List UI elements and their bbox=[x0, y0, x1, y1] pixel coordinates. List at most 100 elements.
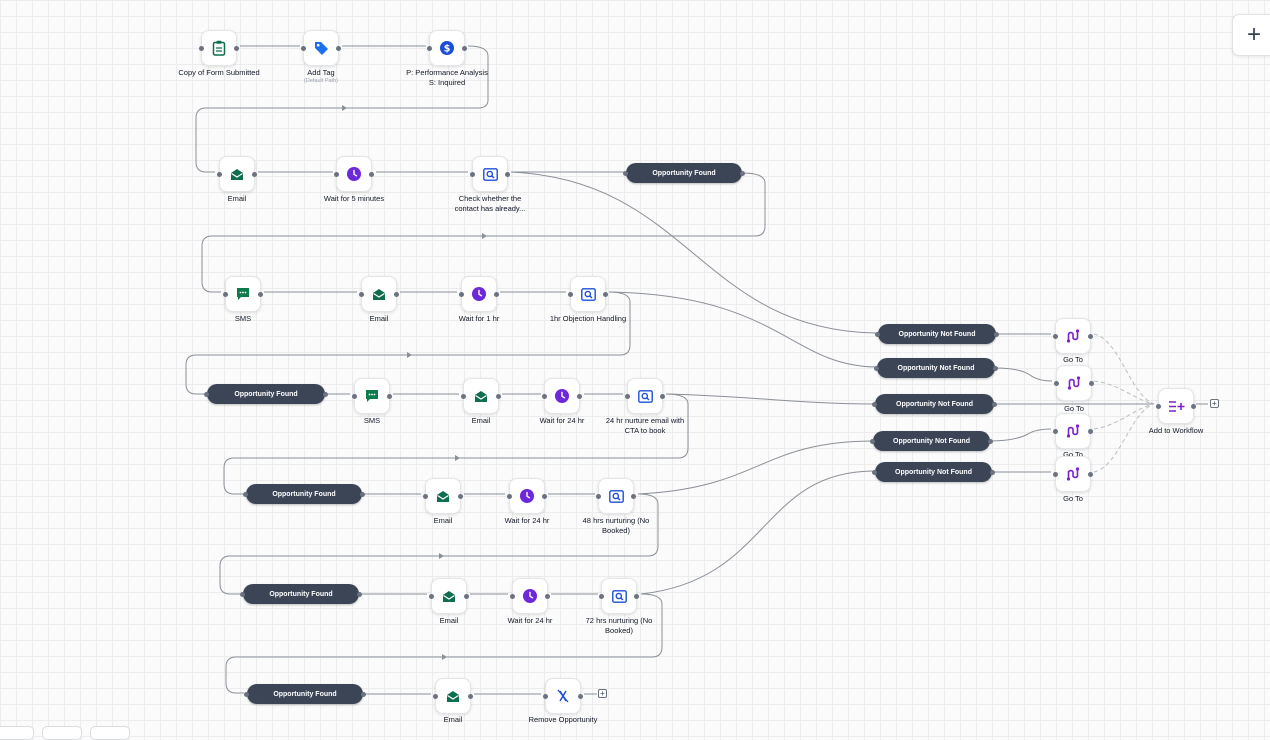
performance-analysis-node[interactable]: $ bbox=[427, 30, 467, 66]
opportunity-found-branch-1[interactable]: Opportunity Found bbox=[623, 163, 745, 183]
form-submitted-label: Copy of Form Submitted bbox=[178, 68, 260, 77]
nurture-72-hrs-node[interactable] bbox=[599, 578, 639, 614]
wait-24-hr-label-1: Wait for 24 hr bbox=[539, 416, 585, 425]
opportunity-not-found-branch-5[interactable]: Opportunity Not Found bbox=[872, 462, 995, 482]
add-tag-label: Add Tag bbox=[307, 68, 335, 77]
remove-icon bbox=[554, 687, 572, 705]
goto-node-4[interactable] bbox=[1053, 456, 1093, 492]
route-icon bbox=[1064, 422, 1082, 440]
chat-icon bbox=[234, 285, 252, 303]
email-node-5[interactable] bbox=[429, 578, 469, 614]
goto-node-2[interactable] bbox=[1054, 365, 1094, 401]
clock-icon bbox=[518, 487, 536, 505]
zoom-in-button[interactable]: + bbox=[1232, 14, 1270, 56]
remove-opportunity-label: Remove Opportunity bbox=[528, 715, 598, 724]
sms-node-2[interactable] bbox=[352, 378, 392, 414]
email-node-1[interactable] bbox=[217, 156, 257, 192]
tag-icon bbox=[312, 39, 330, 57]
wait-24-hr-node-2[interactable] bbox=[507, 478, 547, 514]
clipboard-icon bbox=[210, 39, 228, 57]
email-label-6: Email bbox=[443, 715, 463, 724]
opportunity-not-found-branch-2[interactable]: Opportunity Not Found bbox=[874, 358, 998, 378]
add-tag-node[interactable] bbox=[301, 30, 341, 66]
objection-handling-label: 1hr Objection Handling bbox=[549, 314, 627, 323]
dollar-icon: $ bbox=[438, 39, 456, 57]
route-icon bbox=[1064, 327, 1082, 345]
opportunity-not-found-branch-4[interactable]: Opportunity Not Found bbox=[870, 431, 993, 451]
goto-label-2: Go To bbox=[1064, 404, 1084, 413]
canvas-control-3[interactable] bbox=[90, 726, 130, 740]
nurture-48-hrs-label-1: 48 hrs nurturing (No bbox=[582, 516, 650, 525]
remove-opportunity-node[interactable] bbox=[543, 678, 583, 714]
clock-icon bbox=[553, 387, 571, 405]
wait-5-minutes-label: Wait for 5 minutes bbox=[323, 194, 385, 203]
email-node-2[interactable] bbox=[359, 276, 399, 312]
nurture-48-hrs-label-2: Booked) bbox=[602, 526, 630, 535]
route-icon bbox=[1065, 374, 1083, 392]
email-label-4: Email bbox=[433, 516, 453, 525]
nurture-72-hrs-label-1: 72 hrs nurturing (No bbox=[585, 616, 653, 625]
email-node-3[interactable] bbox=[461, 378, 501, 414]
envelope-open-icon bbox=[444, 687, 462, 705]
search-doc-icon bbox=[636, 387, 654, 405]
envelope-open-icon bbox=[434, 487, 452, 505]
check-contact-label-2: contact has already... bbox=[454, 204, 526, 213]
check-contact-label-1: Check whether the bbox=[458, 194, 522, 203]
chat-icon bbox=[363, 387, 381, 405]
canvas-control-1[interactable] bbox=[0, 726, 34, 740]
wait-24-hr-node-1[interactable] bbox=[542, 378, 582, 414]
route-icon bbox=[1064, 465, 1082, 483]
performance-analysis-label-1: P: Performance Analysis bbox=[406, 68, 488, 77]
canvas-control-2[interactable] bbox=[42, 726, 82, 740]
opportunity-found-branch-3[interactable]: Opportunity Found bbox=[243, 484, 365, 504]
email-label-3: Email bbox=[471, 416, 491, 425]
goto-label-3: Go To bbox=[1063, 450, 1083, 459]
sms-node-1[interactable] bbox=[223, 276, 263, 312]
goto-node-1[interactable] bbox=[1053, 318, 1093, 354]
clock-icon bbox=[470, 285, 488, 303]
search-doc-icon bbox=[481, 165, 499, 183]
envelope-open-icon bbox=[370, 285, 388, 303]
envelope-open-icon bbox=[472, 387, 490, 405]
performance-analysis-label-2: S: Inquired bbox=[428, 78, 466, 87]
email-label-5: Email bbox=[439, 616, 459, 625]
add-step-button-2[interactable]: + bbox=[1210, 399, 1219, 408]
opportunity-found-branch-2[interactable]: Opportunity Found bbox=[204, 384, 328, 404]
wait-1-hr-node[interactable] bbox=[459, 276, 499, 312]
opportunity-not-found-branch-1[interactable]: Opportunity Not Found bbox=[875, 324, 999, 344]
wait-24-hr-label-3: Wait for 24 hr bbox=[507, 616, 553, 625]
clock-icon bbox=[521, 587, 539, 605]
opportunity-not-found-branch-3[interactable]: Opportunity Not Found bbox=[872, 394, 997, 414]
wait-24-hr-node-3[interactable] bbox=[510, 578, 550, 614]
wait-1-hr-label: Wait for 1 hr bbox=[458, 314, 500, 323]
envelope-open-icon bbox=[440, 587, 458, 605]
email-label-2: Email bbox=[369, 314, 389, 323]
nurture-24-hr-label-2: CTA to book bbox=[624, 426, 666, 435]
add-step-button-1[interactable]: + bbox=[598, 689, 607, 698]
svg-text:$: $ bbox=[444, 43, 451, 54]
email-node-4[interactable] bbox=[423, 478, 463, 514]
goto-node-3[interactable] bbox=[1053, 413, 1093, 449]
nurture-24-hr-label-1: 24 hr nurture email with bbox=[605, 416, 685, 425]
list-plus-icon bbox=[1167, 397, 1185, 415]
add-to-workflow-label: Add to Workflow bbox=[1148, 426, 1204, 435]
check-contact-node[interactable] bbox=[470, 156, 510, 192]
objection-handling-node[interactable] bbox=[568, 276, 608, 312]
nurture-48-hrs-node[interactable] bbox=[596, 478, 636, 514]
add-to-workflow-node[interactable] bbox=[1156, 388, 1196, 424]
goto-label-4: Go To bbox=[1063, 494, 1083, 503]
opportunity-found-branch-4[interactable]: Opportunity Found bbox=[240, 584, 362, 604]
email-node-6[interactable] bbox=[433, 678, 473, 714]
nurture-24-hr-node[interactable] bbox=[625, 378, 665, 414]
clock-icon bbox=[345, 165, 363, 183]
wait-5-minutes-node[interactable] bbox=[334, 156, 374, 192]
opportunity-found-branch-5[interactable]: Opportunity Found bbox=[244, 684, 366, 704]
form-submitted-trigger-node[interactable] bbox=[199, 30, 239, 66]
nurture-72-hrs-label-2: Booked) bbox=[605, 626, 633, 635]
envelope-open-icon bbox=[228, 165, 246, 183]
wait-24-hr-label-2: Wait for 24 hr bbox=[504, 516, 550, 525]
search-doc-icon bbox=[610, 587, 628, 605]
email-label-1: Email bbox=[227, 194, 247, 203]
